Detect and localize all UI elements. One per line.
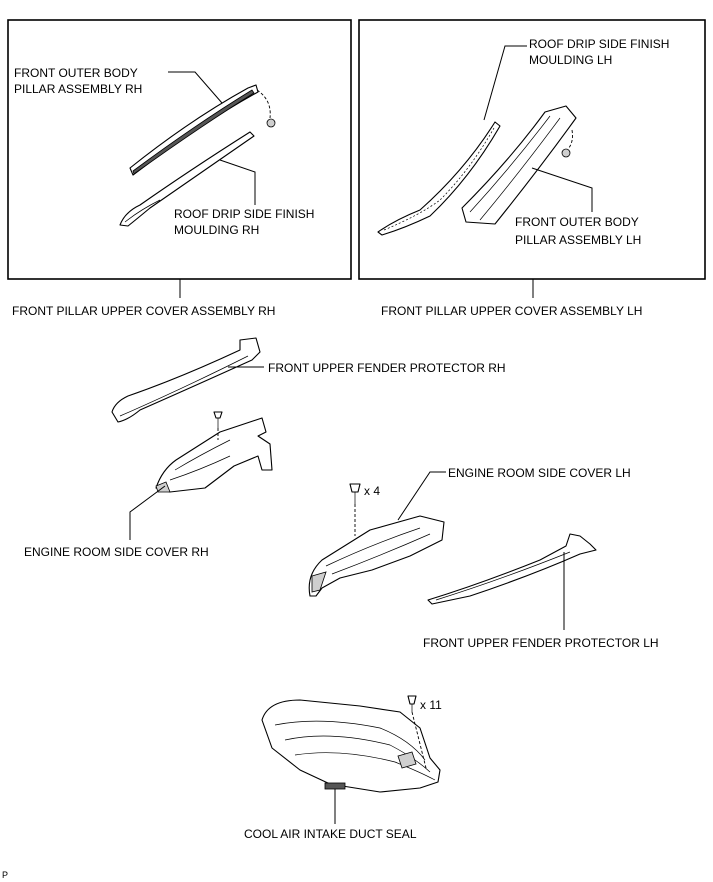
leader-outer-pillar-rh: [168, 71, 223, 104]
engine-room-side-cover-rh-part: [155, 417, 273, 493]
label-roof-drip-lh-2: MOULDING LH: [529, 53, 612, 67]
side-cover-lh-clip: [349, 483, 361, 536]
label-engine-room-side-cover-rh: ENGINE ROOM SIDE COVER RH: [24, 545, 209, 559]
front-outer-body-pillar-rh-part: [129, 84, 259, 176]
side-cover-rh-clip: [213, 411, 223, 440]
duct-seal-clip: [407, 695, 427, 769]
pillar-rh-clip: [256, 89, 276, 128]
leader-side-cover-rh: [129, 485, 166, 540]
label-front-upper-fender-protector-rh: FRONT UPPER FENDER PROTECTOR RH: [268, 361, 506, 375]
label-front-pillar-upper-cover-rh: FRONT PILLAR UPPER COVER ASSEMBLY RH: [12, 304, 275, 318]
label-roof-drip-rh-1: ROOF DRIP SIDE FINISH: [174, 207, 314, 221]
front-upper-fender-protector-rh-part: [111, 337, 261, 423]
frame-lh-pillar-cover: [358, 19, 706, 280]
front-upper-fender-protector-lh-part: [427, 533, 597, 605]
label-cool-air-intake-duct-seal: COOL AIR INTAKE DUCT SEAL: [244, 827, 417, 841]
label-front-outer-body-pillar-lh-2: PILLAR ASSEMBLY LH: [515, 233, 641, 247]
cool-air-intake-duct-seal-part: [261, 699, 441, 793]
label-clip-qty-duct-seal: x 11: [420, 698, 442, 712]
label-roof-drip-lh-1: ROOF DRIP SIDE FINISH: [529, 37, 669, 51]
leader-roof-drip-lh: [483, 45, 527, 121]
engine-room-side-cover-lh-part: [308, 515, 445, 597]
roof-drip-rh-part: [119, 131, 255, 227]
roof-drip-lh-part: [377, 121, 501, 236]
label-front-pillar-upper-cover-lh: FRONT PILLAR UPPER COVER ASSEMBLY LH: [381, 304, 642, 318]
label-clip-qty-side-cover: x 4: [364, 484, 380, 498]
label-engine-room-side-cover-lh: ENGINE ROOM SIDE COVER LH: [448, 466, 631, 480]
leader-outer-pillar-lh: [531, 167, 593, 212]
label-front-outer-body-pillar-rh-2: PILLAR ASSEMBLY RH: [14, 82, 142, 96]
label-front-outer-body-pillar-lh-1: FRONT OUTER BODY: [515, 215, 639, 229]
pillar-lh-clip: [561, 129, 573, 158]
label-front-upper-fender-protector-lh: FRONT UPPER FENDER PROTECTOR LH: [423, 636, 659, 650]
frame-rh-pillar-cover: [7, 19, 352, 280]
leader-roof-drip-rh: [219, 159, 256, 205]
leader-side-cover-lh: [397, 471, 446, 521]
front-outer-body-pillar-lh-part: [461, 105, 577, 225]
label-roof-drip-rh-2: MOULDING RH: [174, 223, 259, 237]
label-front-outer-body-pillar-rh-1: FRONT OUTER BODY: [14, 66, 138, 80]
figure-code: P: [2, 870, 8, 880]
